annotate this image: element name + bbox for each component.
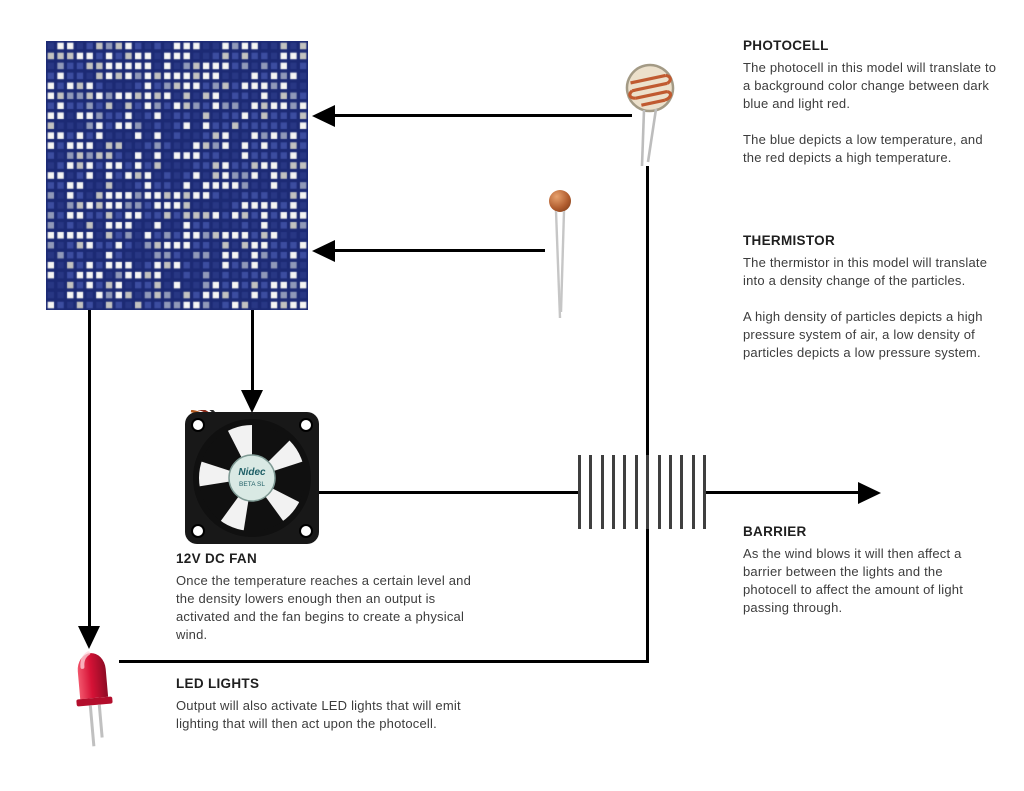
line-grid-to-led (88, 310, 91, 626)
led-title: LED LIGHTS (176, 676, 260, 691)
barrier-body: As the wind blows it will then affect a … (743, 546, 964, 615)
fan-mount-hole (191, 418, 205, 432)
led-image (76, 651, 113, 747)
barrier-bar (691, 455, 695, 529)
photocell-leg (640, 109, 646, 167)
led-body: Output will also activate LED lights tha… (176, 698, 461, 731)
barrier-bar (657, 455, 661, 529)
thermistor-title: THERMISTOR (743, 233, 836, 248)
led-leg (88, 705, 96, 747)
line-barrier-wind (706, 491, 858, 494)
thermistor-text-block: THERMISTOR The thermistor in this model … (743, 233, 1001, 362)
barrier-bar (634, 455, 638, 529)
barrier-bar (612, 455, 616, 529)
photocell-image (625, 63, 675, 167)
thermistor-leg (554, 210, 562, 319)
barrier-bar (680, 455, 684, 529)
barrier-bar (578, 455, 581, 529)
line-fan-to-barrier (319, 491, 578, 494)
thermistor-leg (559, 210, 566, 313)
fan-mount-hole (191, 524, 205, 538)
photocell-leg (646, 108, 658, 163)
thermistor-body-2: A high density of particles depicts a hi… (743, 309, 983, 360)
fan-hub-model-label: BETA SL (239, 481, 265, 488)
photocell-body (625, 63, 675, 113)
barrier-bar (589, 455, 593, 529)
line-barrier-down (646, 529, 649, 662)
barrier-bar (702, 455, 706, 529)
fan-mount-hole (299, 418, 313, 432)
led-text-block: LED LIGHTS Output will also activate LED… (176, 676, 501, 733)
barrier-bar (646, 455, 650, 529)
line-photocell-to-barrier (646, 166, 649, 455)
thermistor-body-1: The thermistor in this model will transl… (743, 255, 988, 288)
arrowhead-down-fan (241, 390, 263, 413)
fan-body: Once the temperature reaches a certain l… (176, 573, 472, 642)
line-grid-to-fan (251, 310, 254, 390)
barrier-hatch-graphic (578, 455, 706, 529)
photocell-body-1: The photocell in this model will transla… (743, 60, 997, 111)
thermistor-bead (549, 190, 571, 212)
fan-mount-hole (299, 524, 313, 538)
fan-text-block: 12V DC FAN Once the temperature reaches … (176, 551, 484, 644)
arrowhead-right-wind (858, 482, 881, 504)
pixel-grid-visualization (46, 41, 308, 310)
led-body (76, 651, 113, 747)
line-barrier-to-led (119, 660, 649, 663)
photocell-title: PHOTOCELL (743, 38, 829, 53)
fan-hub (228, 454, 276, 502)
arrowhead-left-thermistor (312, 240, 335, 262)
photocell-body-2: The blue depicts a low temperature, and … (743, 132, 983, 165)
barrier-title: BARRIER (743, 524, 807, 539)
led-leg (97, 704, 104, 738)
fan-hub-brand-label: Nidec (238, 467, 266, 478)
line-photocell-to-grid (334, 114, 632, 117)
barrier-bar (623, 455, 627, 529)
barrier-bar (668, 455, 672, 529)
line-thermistor-to-grid (334, 249, 545, 252)
thermistor-image (549, 190, 571, 319)
barrier-text-block: BARRIER As the wind blows it will then a… (743, 524, 995, 617)
barrier-bar (600, 455, 604, 529)
fan-title: 12V DC FAN (176, 551, 258, 566)
arrowhead-left-photocell (312, 105, 335, 127)
arrowhead-down-led (78, 626, 100, 649)
photocell-text-block: PHOTOCELL The photocell in this model wi… (743, 38, 999, 167)
fan-image: Nidec BETA SL (185, 410, 319, 544)
